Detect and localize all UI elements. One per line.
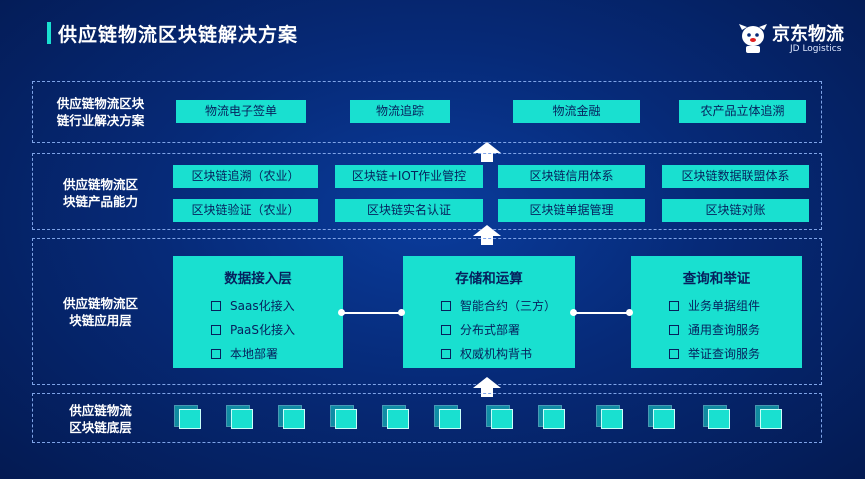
blockchain-node-icon — [226, 405, 254, 429]
capability-box: 区块链+IOT作业管控 — [335, 165, 483, 188]
connector-line — [574, 312, 630, 314]
blockchain-node-icon — [703, 405, 731, 429]
solution-box: 物流电子签单 — [176, 100, 306, 123]
checkbox-icon — [441, 325, 451, 335]
module-item: 分布式部署 — [441, 318, 575, 342]
base-layer-label: 供应链物流 区块链底层 — [33, 402, 168, 436]
module-item: 业务单据组件 — [669, 294, 802, 318]
solution-box: 农产品立体追溯 — [679, 100, 806, 123]
capabilities-label-text: 供应链物流区 块链产品能力 — [62, 177, 138, 209]
checkbox-icon — [669, 325, 679, 335]
logo-english-text: JD Logistics — [790, 44, 842, 54]
capabilities-layer: 供应链物流区 块链产品能力 区块链追溯（农业） 区块链+IOT作业管控 区块链信… — [32, 153, 822, 230]
blockchain-node-icon — [382, 405, 410, 429]
checkbox-icon — [211, 349, 221, 359]
blockchain-node-icon — [538, 405, 566, 429]
checkbox-icon — [669, 349, 679, 359]
module-data-access: 数据接入层 Saas化接入 PaaS化接入 本地部署 — [173, 256, 343, 368]
solutions-label-text: 供应链物流区块 链行业解决方案 — [56, 96, 145, 128]
module-item: 本地部署 — [211, 342, 343, 366]
checkbox-icon — [441, 301, 451, 311]
up-arrow-icon — [473, 377, 501, 397]
capabilities-layer-label: 供应链物流区 块链产品能力 — [33, 176, 168, 210]
jd-logistics-logo: 京东物流 JD Logistics — [738, 20, 848, 60]
blockchain-node-icon — [330, 405, 358, 429]
module-item-list: 业务单据组件 通用查询服务 举证查询服务 — [631, 294, 802, 366]
checkbox-icon — [211, 325, 221, 335]
capability-box: 区块链对账 — [662, 199, 809, 222]
capability-box: 区块链追溯（农业） — [173, 165, 318, 188]
connector-line — [342, 312, 402, 314]
logo-chinese-text: 京东物流 — [772, 24, 844, 45]
up-arrow-icon — [473, 225, 501, 245]
module-item: 通用查询服务 — [669, 318, 802, 342]
up-arrow-icon — [473, 142, 501, 162]
solutions-layer: 供应链物流区块 链行业解决方案 物流电子签单 物流追踪 物流金融 农产品立体追溯 — [32, 81, 822, 143]
blockchain-node-icon — [486, 405, 514, 429]
module-title: 数据接入层 — [224, 271, 292, 287]
base-layer: 供应链物流 区块链底层 — [32, 393, 822, 443]
module-item: 权威机构背书 — [441, 342, 575, 366]
application-label-text: 供应链物流区 块链应用层 — [62, 296, 138, 328]
module-item: PaaS化接入 — [211, 318, 343, 342]
page-title: 供应链物流区块链解决方案 — [58, 24, 299, 46]
module-title: 存储和运算 — [455, 271, 523, 287]
capability-box: 区块链信用体系 — [498, 165, 645, 188]
module-title: 查询和举证 — [682, 271, 751, 287]
module-item: 智能合约（三方） — [441, 294, 575, 318]
application-layer-label: 供应链物流区 块链应用层 — [33, 295, 168, 329]
solution-box: 物流追踪 — [350, 100, 450, 123]
blockchain-node-icon — [596, 405, 624, 429]
blockchain-node-icon — [755, 405, 783, 429]
solutions-layer-label: 供应链物流区块 链行业解决方案 — [33, 95, 168, 129]
module-query-proof: 查询和举证 业务单据组件 通用查询服务 举证查询服务 — [631, 256, 802, 368]
solution-box: 物流金融 — [513, 100, 640, 123]
capability-box: 区块链单据管理 — [498, 199, 645, 222]
connector-dot — [398, 309, 405, 316]
connector-dot — [338, 309, 345, 316]
jd-dog-mascot-icon — [739, 24, 767, 53]
capability-box: 区块链实名认证 — [335, 199, 483, 222]
module-item: 举证查询服务 — [669, 342, 802, 366]
capability-box: 区块链数据联盟体系 — [662, 165, 809, 188]
blockchain-node-icon — [174, 405, 202, 429]
checkbox-icon — [669, 301, 679, 311]
module-item-list: 智能合约（三方） 分布式部署 权威机构背书 — [403, 294, 575, 366]
blockchain-node-icon — [434, 405, 462, 429]
checkbox-icon — [211, 301, 221, 311]
base-label-text: 供应链物流 区块链底层 — [69, 403, 132, 435]
connector-dot — [626, 309, 633, 316]
capability-box: 区块链验证（农业） — [173, 199, 318, 222]
module-item-list: Saas化接入 PaaS化接入 本地部署 — [173, 294, 343, 366]
blockchain-node-icon — [648, 405, 676, 429]
application-layer: 供应链物流区 块链应用层 数据接入层 Saas化接入 PaaS化接入 本地部署 … — [32, 238, 822, 385]
blockchain-node-icon — [278, 405, 306, 429]
module-item: Saas化接入 — [211, 294, 343, 318]
title-accent-bar — [47, 22, 51, 44]
connector-dot — [570, 309, 577, 316]
module-storage-compute: 存储和运算 智能合约（三方） 分布式部署 权威机构背书 — [403, 256, 575, 368]
checkbox-icon — [441, 349, 451, 359]
